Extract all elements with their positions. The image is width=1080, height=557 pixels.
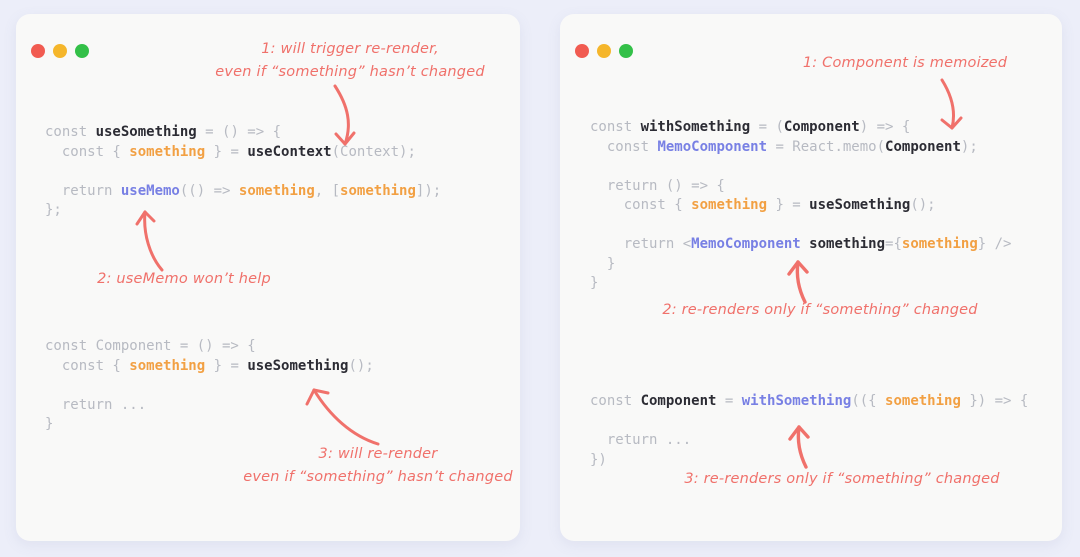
annotation-3-rerenders-only-if-changed: 3: re-renders only if “something” change… — [682, 468, 1002, 491]
code-block-component-plain: const Component = () => { const { someth… — [45, 337, 374, 435]
window-controls — [31, 44, 89, 58]
code-block-with-something-hoc: const withSomething = (Component) => { c… — [590, 118, 1011, 294]
annotation-line: 1: Component is memoized — [802, 55, 1008, 71]
code-line: }) — [590, 451, 607, 468]
arrow-up-to-withsomething-call-icon — [784, 421, 824, 473]
annotation-1-trigger-rerender: 1: will trigger re-render, even if “some… — [180, 38, 520, 84]
arrow-up-to-memocomponent-icon — [784, 256, 824, 308]
code-line: const Component = withSomething(({ somet… — [590, 393, 1029, 409]
annotation-1-component-memoized: 1: Component is memoized — [790, 52, 1020, 75]
code-line: const { something } = useContext(Context… — [45, 143, 416, 160]
annotation-line: 1: will trigger re-render, — [261, 41, 439, 57]
code-block-component-wrapped: const Component = withSomething(({ somet… — [590, 392, 1028, 470]
minimize-button[interactable] — [53, 44, 67, 58]
arrow-up-to-usesomething-icon — [296, 374, 391, 454]
annotation-2-usememo-wont-help: 2: useMemo won’t help — [94, 268, 274, 291]
code-line: return useMemo(() => something, [somethi… — [45, 182, 442, 199]
maximize-button[interactable] — [619, 44, 633, 58]
window-controls — [575, 44, 633, 58]
code-line: return ... — [590, 432, 692, 448]
code-line: const Component = () => { — [45, 338, 256, 354]
close-button[interactable] — [31, 44, 45, 58]
code-line: const MemoComponent = React.memo(Compone… — [590, 138, 978, 155]
annotation-line: 2: useMemo won’t help — [97, 271, 271, 287]
close-button[interactable] — [575, 44, 589, 58]
annotation-line: even if “something” hasn’t changed — [243, 469, 513, 485]
annotation-2-rerenders-only-if-changed: 2: re-renders only if “something” change… — [660, 299, 980, 322]
minimize-button[interactable] — [597, 44, 611, 58]
annotation-line: 2: re-renders only if “something” change… — [662, 302, 978, 318]
code-block-use-something-hook: const useSomething = () => { const { som… — [45, 123, 441, 221]
arrow-down-to-usecontext-icon — [315, 82, 375, 154]
code-line: const { something } = useSomething(); — [590, 197, 936, 213]
code-line: } — [590, 275, 599, 291]
code-line: const { something } = useSomething(); — [45, 357, 374, 374]
annotation-line: 3: re-renders only if “something” change… — [684, 471, 1000, 487]
code-window-left: const useSomething = () => { const { som… — [16, 14, 520, 541]
code-line: } — [590, 255, 616, 272]
code-line: return ... — [45, 396, 147, 413]
code-line: const withSomething = (Component) => { — [590, 119, 911, 135]
maximize-button[interactable] — [75, 44, 89, 58]
code-line: }; — [45, 202, 62, 218]
annotation-line: 3: will re-render — [318, 446, 438, 462]
arrow-up-to-usememo-icon — [128, 204, 173, 276]
code-line: const useSomething = () => { — [45, 124, 282, 140]
code-line — [590, 157, 1011, 177]
code-window-right: const withSomething = (Component) => { c… — [560, 14, 1062, 541]
code-line — [590, 216, 1011, 236]
code-line: } — [45, 416, 54, 432]
annotation-line: even if “something” hasn’t changed — [215, 64, 485, 80]
arrow-down-to-withsomething-icon — [928, 76, 973, 136]
annotation-3-will-rerender: 3: will re-render even if “something” ha… — [218, 443, 538, 489]
code-line — [45, 162, 441, 182]
code-line: return () => { — [590, 177, 725, 194]
code-line: return <MemoComponent something={somethi… — [590, 236, 1012, 252]
